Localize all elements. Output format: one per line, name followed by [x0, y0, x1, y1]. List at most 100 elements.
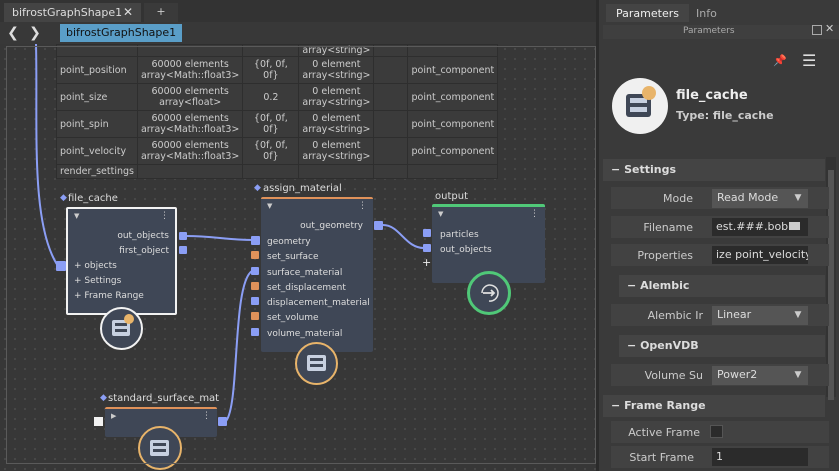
filename-field[interactable]: est.###.bob: [712, 218, 808, 236]
float-panel-icon[interactable]: [812, 25, 822, 35]
panel-header: [603, 25, 839, 39]
spreadsheet-table: array<string> point_position 60000 eleme…: [56, 44, 499, 179]
table-cell: [373, 83, 409, 111]
table-cell: point_component: [407, 137, 499, 165]
input-port[interactable]: [251, 282, 259, 290]
pin-icon: ◆: [254, 183, 261, 193]
panel-label: Parameters: [683, 26, 735, 36]
forward-arrow-icon[interactable]: ❯: [29, 25, 41, 41]
pin-icon: ◆: [100, 393, 107, 403]
mode-dropdown[interactable]: Read Mode▼: [712, 189, 808, 208]
new-tab-button[interactable]: +: [144, 3, 178, 22]
menu-icon[interactable]: ☰: [802, 51, 817, 70]
back-arrow-icon[interactable]: ❮: [7, 25, 19, 41]
node-menu-icon[interactable]: ⋮: [530, 209, 539, 219]
filename-label: Filename: [643, 221, 693, 234]
output-port[interactable]: [179, 232, 187, 240]
section-frame-range[interactable]: − Frame Range: [603, 395, 825, 417]
input-port[interactable]: [251, 328, 259, 336]
file-cache-node[interactable]: ▼ ⋮ out_objects first_object + objects +…: [66, 207, 177, 315]
table-cell: [373, 137, 409, 165]
table-cell: [373, 164, 409, 179]
volume-dropdown[interactable]: Power2▼: [712, 366, 808, 385]
close-panel-icon[interactable]: ✕: [825, 22, 835, 35]
properties-field[interactable]: ize point_velocity: [712, 246, 808, 264]
input-port[interactable]: [251, 251, 259, 259]
add-port-icon[interactable]: +: [422, 256, 432, 269]
node-icon-ring: [138, 426, 182, 470]
port-label: + objects: [74, 261, 117, 271]
collapse-icon[interactable]: ▼: [267, 202, 273, 210]
breadcrumb[interactable]: bifrostGraphShape1: [60, 24, 183, 42]
connection-wires: [35, 44, 425, 422]
section-settings[interactable]: − Settings: [603, 159, 825, 181]
port-label: set_displacement: [267, 283, 346, 293]
tab-info[interactable]: Info: [696, 7, 717, 20]
output-arrow-icon: [481, 284, 499, 302]
section-alembic[interactable]: − Alembic: [619, 275, 825, 297]
output-node[interactable]: ▼ ⋮ particles out_objects: [432, 204, 545, 283]
collapse-icon[interactable]: ▼: [438, 210, 444, 218]
output-port[interactable]: [218, 417, 227, 426]
section-openvdb[interactable]: − OpenVDB: [619, 335, 825, 357]
table-row: render_settings: [56, 164, 499, 179]
tab-parameters[interactable]: Parameters: [606, 4, 689, 22]
input-port[interactable]: [251, 236, 260, 245]
table-cell: [136, 164, 244, 179]
input-port[interactable]: [423, 244, 431, 252]
input-port[interactable]: [56, 261, 66, 271]
port-label: out_geometry: [300, 221, 363, 231]
node-menu-icon[interactable]: ⋮: [160, 211, 169, 221]
table-cell: array<string>: [298, 44, 375, 57]
table-cell: {0f, 0f, 0f}: [242, 56, 300, 84]
input-port[interactable]: [251, 267, 259, 275]
node-title-output: output: [435, 191, 468, 202]
graph-tab[interactable]: bifrostGraphShape1 ✕: [4, 3, 141, 22]
node-menu-icon[interactable]: ⋮: [202, 411, 211, 421]
alembic-interp-dropdown[interactable]: Linear▼: [712, 306, 808, 325]
chevron-down-icon: ▼: [794, 310, 802, 320]
output-port[interactable]: [179, 246, 187, 254]
collapse-icon[interactable]: ▼: [74, 212, 80, 220]
close-tab-icon[interactable]: ✕: [122, 5, 133, 19]
start-frame-field[interactable]: 1: [712, 448, 808, 466]
node-menu-icon[interactable]: ⋮: [358, 201, 367, 211]
table-cell: point_size: [56, 83, 138, 111]
start-frame-label: Start Frame: [629, 451, 694, 464]
active-frame-checkbox[interactable]: [710, 425, 723, 438]
pin-icon[interactable]: 📌: [773, 54, 787, 67]
pin-icon: ◆: [60, 193, 67, 203]
graph-canvas[interactable]: array<string> point_position 60000 eleme…: [0, 44, 596, 471]
file-cache-icon: [112, 314, 134, 336]
input-port[interactable]: [423, 229, 431, 237]
port-label: + Settings: [74, 276, 122, 286]
port-label: out_objects: [117, 231, 169, 241]
input-port[interactable]: [94, 417, 103, 426]
material-icon: [307, 355, 326, 371]
input-port[interactable]: [251, 297, 259, 305]
output-port[interactable]: [374, 221, 383, 230]
node-type-icon: [612, 78, 668, 134]
port-label: + Frame Range: [74, 291, 144, 301]
alembic-interp-label: Alembic Ir: [647, 309, 703, 322]
table-cell: [298, 164, 375, 179]
node-icon-ring: [467, 271, 511, 315]
table-cell: point_component: [407, 110, 499, 138]
node-name: file_cache: [676, 88, 748, 103]
folder-icon[interactable]: [789, 222, 800, 230]
port-label: set_volume: [267, 313, 319, 323]
scrollbar-thumb[interactable]: [828, 170, 834, 400]
file-cache-icon: [626, 86, 656, 117]
table-cell: [373, 110, 409, 138]
assign-material-node[interactable]: ▼ ⋮ out_geometry geometry set_surface su…: [261, 197, 373, 352]
expand-icon[interactable]: ▶: [111, 412, 117, 420]
port-label: set_surface: [267, 252, 319, 262]
input-port[interactable]: [251, 312, 259, 320]
